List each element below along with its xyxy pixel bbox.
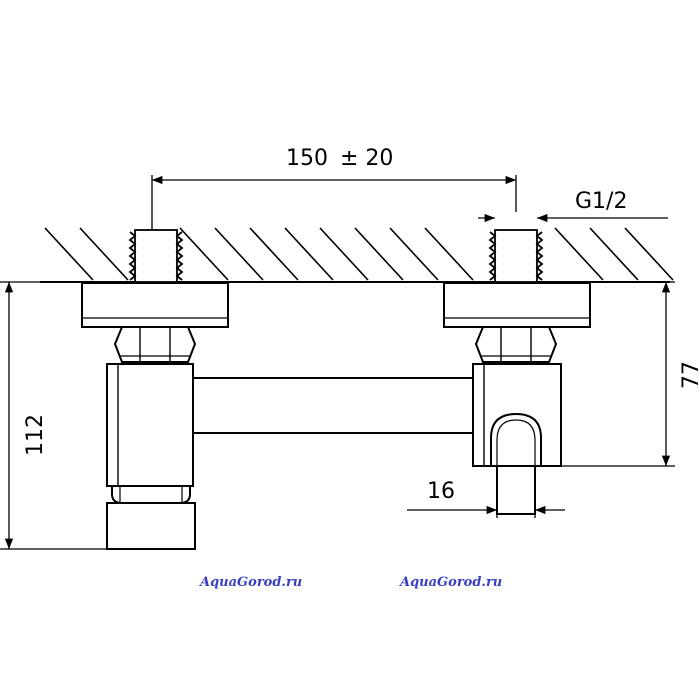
left-nut xyxy=(113,326,197,363)
dimension-height-outlet xyxy=(541,281,675,467)
left-threaded-pipe xyxy=(128,229,184,283)
right-nut xyxy=(474,326,558,363)
right-flange xyxy=(443,282,591,328)
dimension-height-total-value: 112 xyxy=(23,414,48,456)
dimension-spacing-tolerance: ± 20 xyxy=(340,146,393,171)
watermark-left: AquaGorod.ru xyxy=(198,575,302,590)
hatch-lines xyxy=(44,227,674,281)
left-valve-body xyxy=(106,363,194,487)
dimension-spacing-value: 150 xyxy=(286,146,328,171)
dimension-thread-value: G1/2 xyxy=(575,189,627,214)
dimension-outlet-diameter xyxy=(407,505,565,518)
dimension-outlet-diameter-value: 16 xyxy=(427,479,455,504)
dimension-spacing xyxy=(151,175,517,230)
watermark-right: AquaGorod.ru xyxy=(398,575,502,590)
dimension-height-total xyxy=(0,281,107,550)
dimension-height-outlet-value: 77 xyxy=(679,361,700,389)
left-handle xyxy=(106,502,196,550)
connecting-bar xyxy=(191,377,476,434)
left-cap xyxy=(111,485,191,504)
right-threaded-pipe xyxy=(488,229,544,283)
left-flange xyxy=(81,282,229,328)
right-outlet xyxy=(490,412,542,515)
